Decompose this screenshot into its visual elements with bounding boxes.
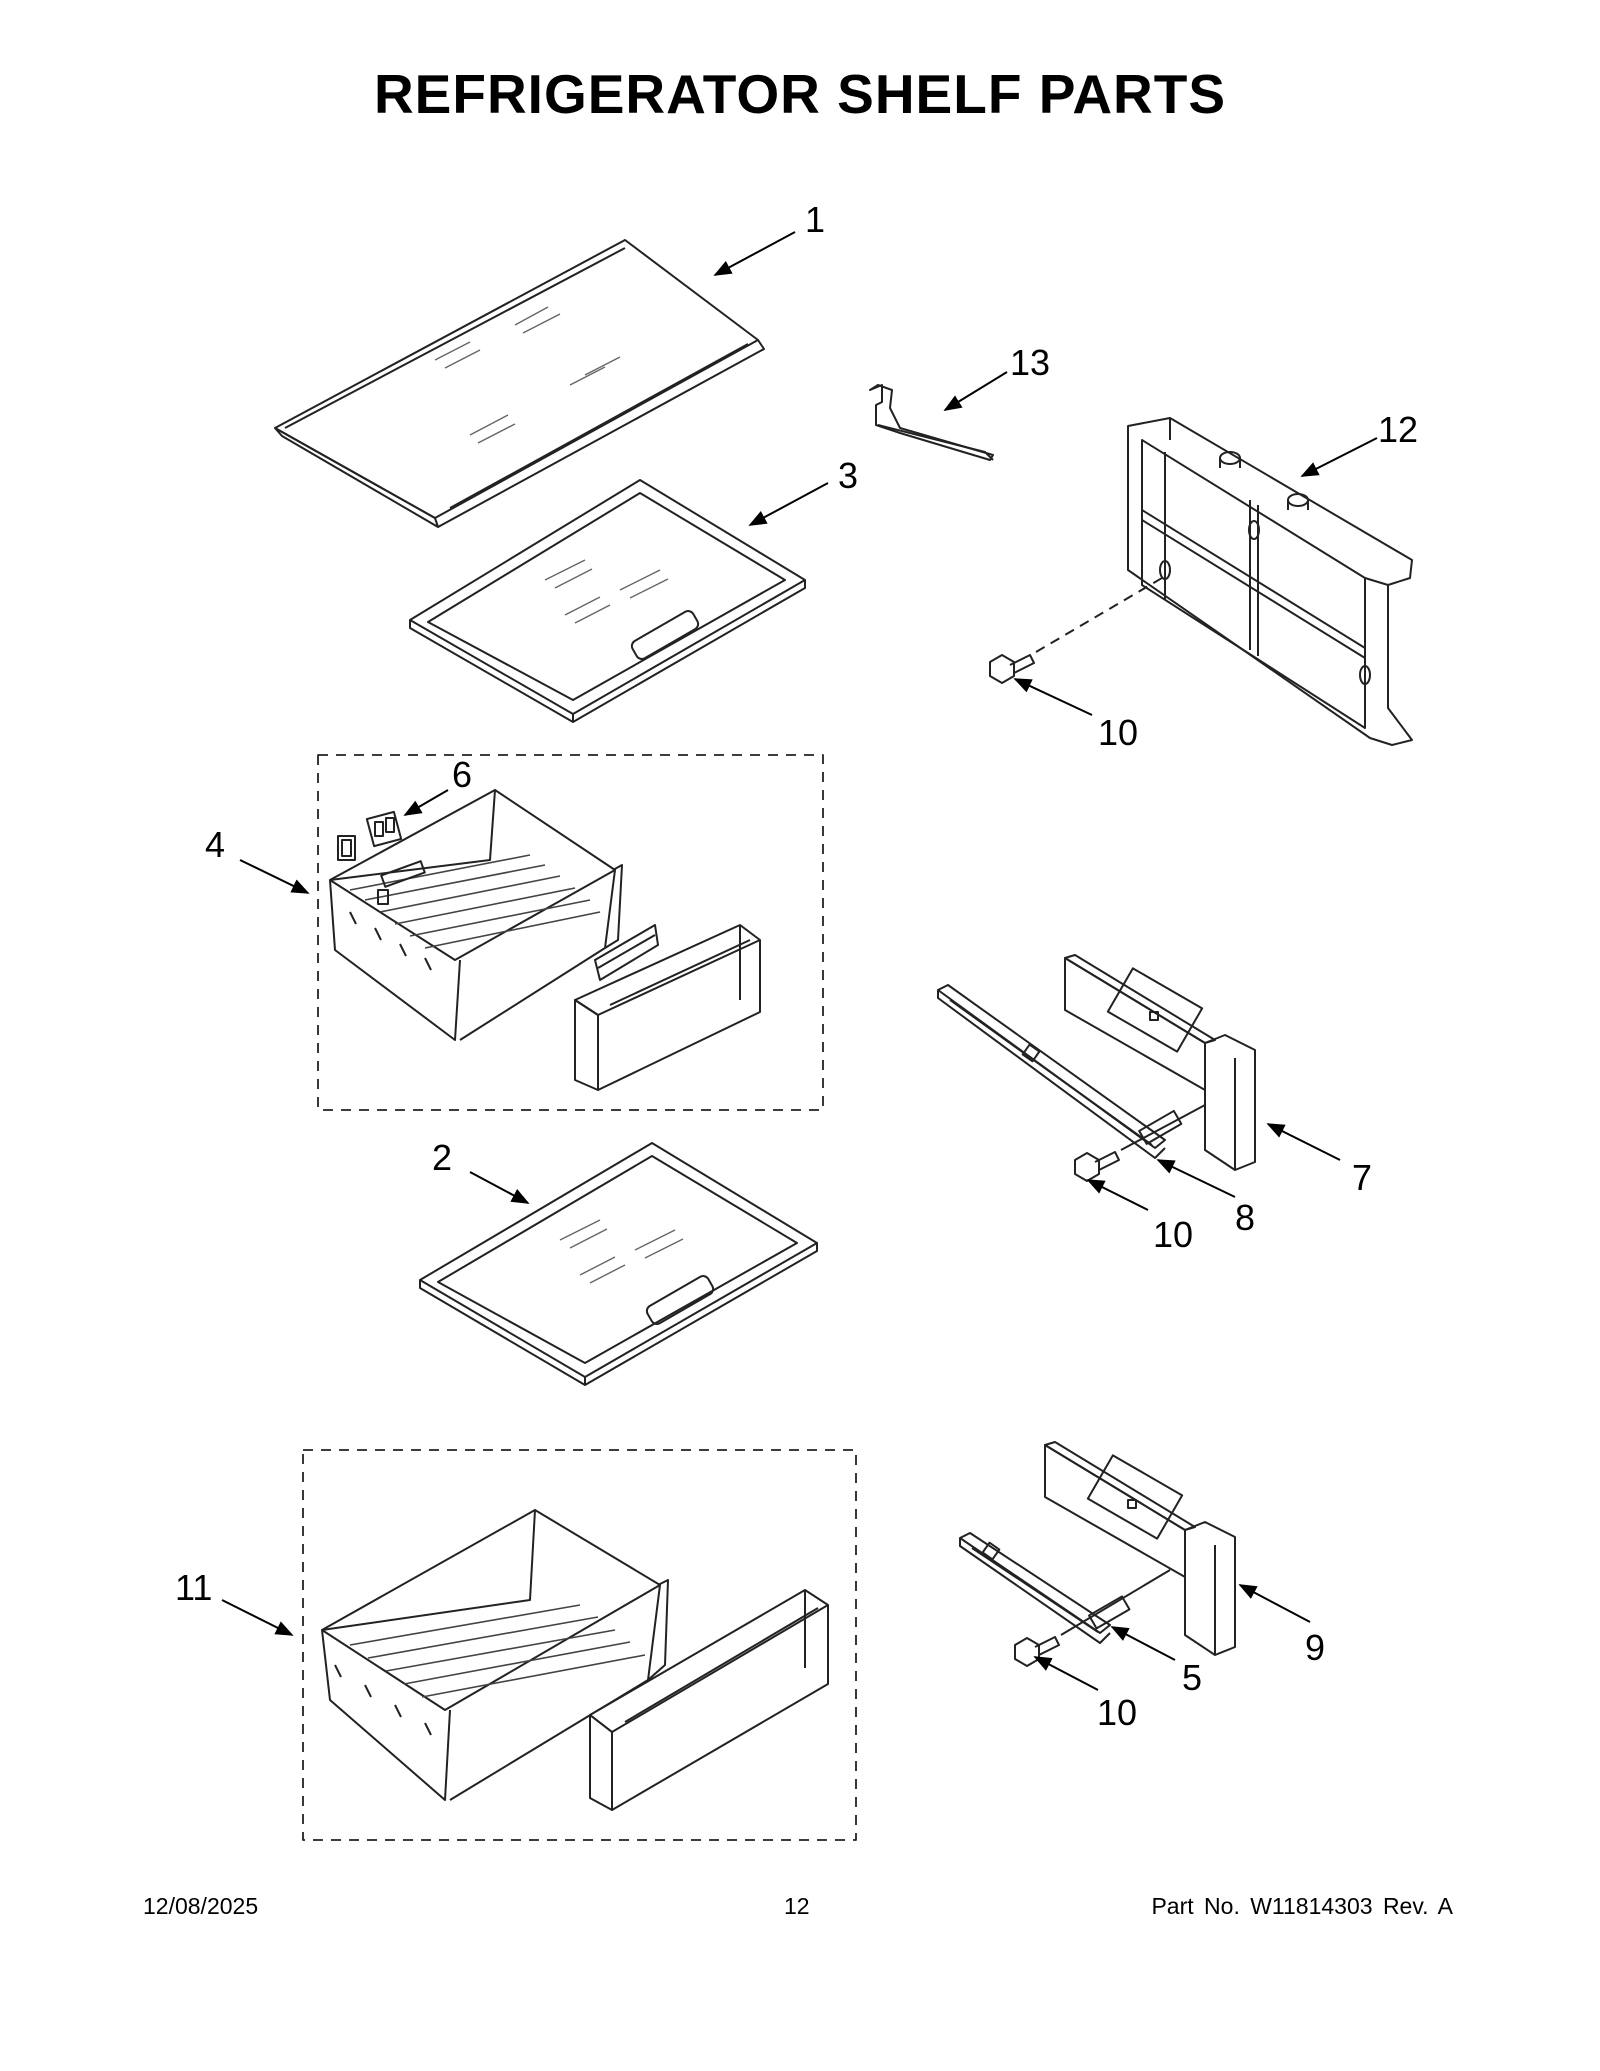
part-11-freezer-bin[interactable] — [321, 1509, 669, 1801]
callout-8: 8 — [1235, 1197, 1255, 1238]
leader-arrow-9 — [1238, 1584, 1311, 1623]
leader-arrow-13 — [943, 371, 1008, 411]
leader-arrow-10-middle — [1086, 1179, 1149, 1211]
footer-date: 12/08/2025 — [143, 1893, 259, 1919]
leader-arrow-10-upper — [1013, 678, 1093, 716]
callout-7: 7 — [1352, 1157, 1372, 1198]
callout-11: 11 — [175, 1567, 212, 1608]
callout-6: 6 — [452, 754, 472, 795]
part-4-crisper-bin[interactable] — [329, 789, 623, 1041]
leader-arrow-7 — [1266, 1123, 1341, 1161]
callout-10-lower: 10 — [1097, 1692, 1137, 1733]
leader-arrow-1 — [713, 231, 796, 276]
part-9-drawer-bracket[interactable] — [1044, 1441, 1236, 1656]
part-7-drawer-bracket[interactable] — [1064, 954, 1256, 1171]
callout-12: 12 — [1378, 409, 1418, 450]
callout-13: 13 — [1010, 342, 1050, 383]
leader-arrow-3 — [748, 482, 829, 526]
callout-3: 3 — [838, 455, 858, 496]
part-1-glass-shelf[interactable] — [274, 239, 765, 528]
part-4-bin-cover[interactable] — [574, 924, 761, 1091]
leader-arrow-12 — [1300, 437, 1378, 477]
part-3-framed-shelf[interactable] — [409, 479, 806, 723]
bin-assembly-4-boundary — [317, 754, 824, 1111]
leader-arrow-11 — [221, 1599, 294, 1636]
leader-arrow-5 — [1110, 1626, 1176, 1661]
page-title: REFRIGERATOR SHELF PARTS — [373, 63, 1227, 125]
leader-arrow-10-lower — [1033, 1656, 1099, 1691]
callout-10-upper: 10 — [1098, 712, 1138, 753]
leader-arrow-6 — [403, 789, 449, 816]
callout-5: 5 — [1182, 1657, 1202, 1698]
callout-4: 4 — [205, 824, 225, 865]
part-10-screw-upper[interactable] — [989, 577, 1163, 684]
part-11-bin-cover[interactable] — [589, 1589, 829, 1811]
part-12-rear-panel[interactable] — [1127, 417, 1413, 746]
part-2-framed-shelf[interactable] — [419, 1142, 818, 1386]
part-13-bracket[interactable] — [869, 384, 994, 461]
footer-part-number: Part No. W11814303 Rev. A — [1151, 1893, 1453, 1919]
footer-page-number: 12 — [784, 1893, 810, 1919]
callout-9: 9 — [1305, 1627, 1325, 1668]
leader-arrow-2 — [469, 1171, 530, 1204]
callout-1: 1 — [805, 199, 825, 240]
bin-assembly-11-boundary — [302, 1449, 857, 1841]
leader-arrow-8 — [1156, 1159, 1236, 1198]
callout-2: 2 — [432, 1137, 452, 1178]
part-8-slide-rail[interactable] — [937, 984, 1183, 1159]
leader-arrow-4 — [239, 859, 310, 894]
part-6-trim[interactable] — [337, 810, 403, 861]
callout-10-middle: 10 — [1153, 1214, 1193, 1255]
part-5-slide-rail[interactable] — [959, 1532, 1131, 1644]
part-10-screw-middle[interactable] — [1074, 1104, 1206, 1182]
